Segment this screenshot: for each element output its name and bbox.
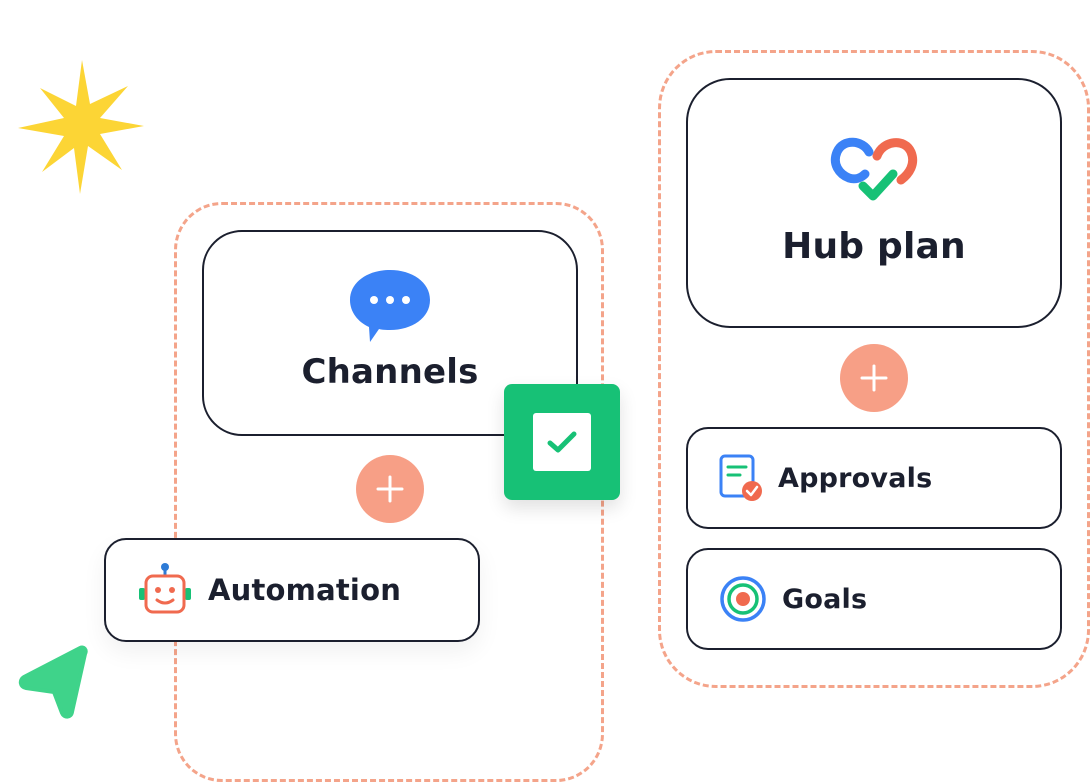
hub-plan-title: Hub plan [782, 225, 966, 267]
goals-card[interactable]: Goals [686, 548, 1062, 650]
document-check-icon [719, 454, 762, 501]
cursor-arrow-icon [18, 645, 88, 719]
approvals-card[interactable]: Approvals [686, 427, 1062, 529]
plus-icon [840, 344, 908, 412]
automation-title: Automation [208, 573, 402, 607]
target-icon [720, 576, 766, 622]
plus-icon [356, 455, 424, 523]
channels-title: Channels [301, 352, 479, 392]
approvals-title: Approvals [778, 462, 933, 494]
checkbox-checked-icon [533, 413, 591, 471]
robot-icon [139, 563, 191, 614]
automation-card[interactable]: Automation [104, 538, 480, 642]
goals-title: Goals [782, 583, 868, 615]
hub-plan-group-frame [658, 50, 1090, 688]
sparkle-star-icon [18, 60, 144, 194]
hub-plan-card[interactable]: Hub plan [686, 78, 1062, 328]
check-tile [504, 384, 620, 500]
chat-bubble-icon [350, 270, 430, 342]
heart-check-logo-icon [830, 137, 918, 200]
